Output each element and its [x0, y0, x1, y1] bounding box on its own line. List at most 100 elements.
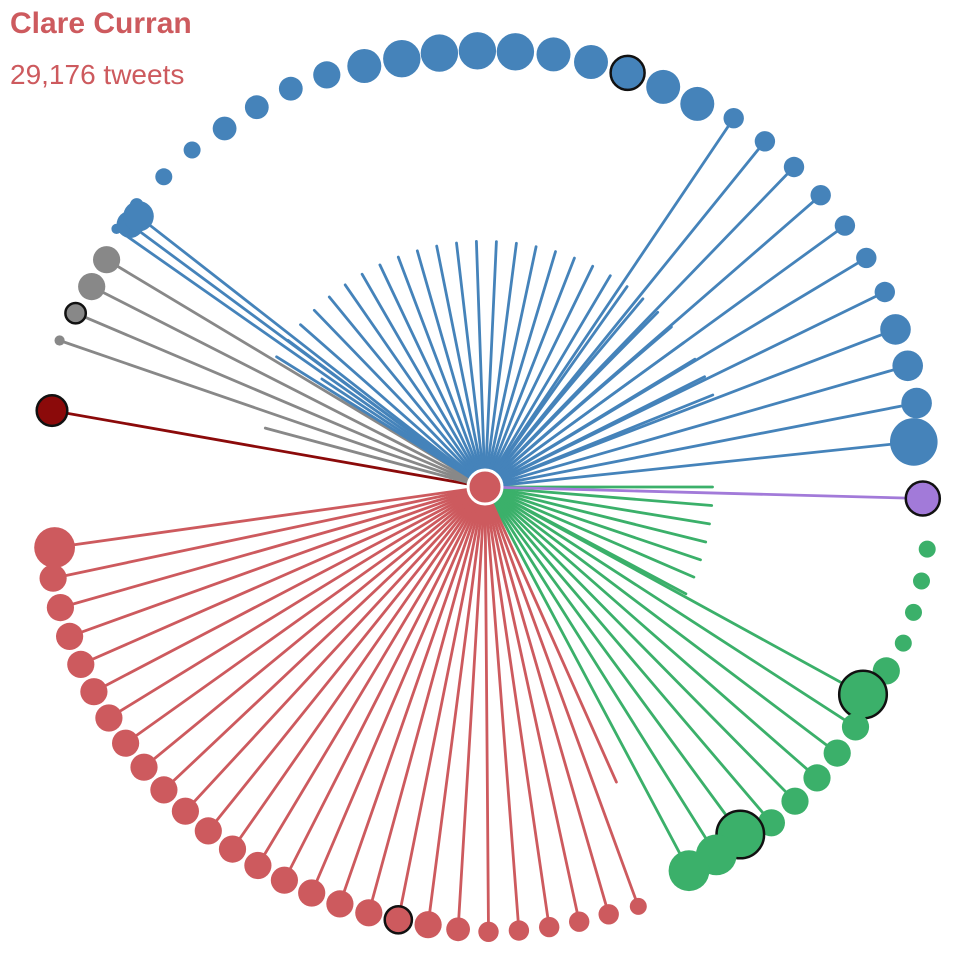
- dark-red-node: [35, 394, 69, 428]
- blue-spoke: [483, 364, 910, 489]
- outer-nodes: [34, 32, 942, 942]
- red-spoke: [456, 485, 487, 931]
- blue-inner-spoke: [483, 245, 538, 489]
- red-node: [46, 594, 74, 622]
- blue-inner-spoke: [483, 241, 518, 489]
- blue-node: [874, 281, 895, 303]
- green-inner-spoke: [483, 485, 708, 544]
- blue-node: [313, 61, 341, 89]
- red-node: [56, 622, 84, 651]
- red-node: [34, 527, 75, 568]
- red-spoke: [483, 485, 618, 784]
- green-node: [905, 603, 922, 621]
- blue-inner-spoke: [483, 256, 576, 489]
- red-spoke: [51, 485, 487, 580]
- blue-spoke: [483, 165, 796, 489]
- blue-spoke: [483, 116, 736, 489]
- red-node: [298, 879, 326, 907]
- purple-node: [904, 480, 942, 517]
- blue-node: [420, 34, 459, 72]
- blue-node: [244, 95, 269, 120]
- red-spoke: [53, 485, 487, 549]
- blue-left-spoke: [128, 222, 487, 489]
- red-node: [598, 904, 619, 925]
- blue-node: [680, 86, 715, 121]
- gray-node: [54, 335, 65, 346]
- red-node: [95, 704, 123, 732]
- red-node: [383, 904, 414, 935]
- blue-spoke: [483, 440, 916, 489]
- red-spoke: [483, 485, 521, 932]
- blue-inner-spoke: [396, 255, 487, 489]
- green-node: [837, 669, 889, 720]
- blue-spoke: [483, 193, 823, 489]
- blue-node: [212, 116, 237, 141]
- blue-inner-spoke: [299, 323, 487, 489]
- account-name: Clare Curran: [10, 7, 192, 40]
- green-spoke: [483, 485, 691, 873]
- blue-inner-spoke: [474, 239, 487, 489]
- blue-node: [890, 418, 938, 466]
- blue-node: [783, 156, 805, 178]
- red-node: [569, 911, 590, 932]
- green-spoke: [483, 485, 857, 729]
- green-node: [823, 739, 851, 767]
- blue-node: [609, 54, 646, 92]
- red-spoke: [107, 485, 487, 720]
- green-node: [841, 713, 870, 741]
- red-spoke: [426, 485, 487, 927]
- gray-spoke: [74, 311, 487, 489]
- red-spoke: [483, 485, 611, 916]
- blue-node: [901, 387, 932, 419]
- green-inner-spoke: [483, 485, 702, 562]
- red-spoke: [483, 485, 581, 924]
- blue-node: [383, 40, 421, 78]
- red-node: [539, 916, 560, 938]
- blue-spoke: [483, 327, 897, 489]
- blue-inner-spoke: [327, 295, 487, 489]
- green-inner-spoke: [483, 485, 696, 579]
- blue-node: [754, 131, 776, 152]
- green-node: [781, 787, 809, 815]
- green-node: [668, 850, 710, 892]
- red-node: [67, 650, 95, 679]
- blue-node: [834, 215, 856, 236]
- gray-spoke: [90, 285, 487, 489]
- blue-node: [183, 141, 201, 159]
- blue-node: [458, 32, 497, 70]
- red-spoke: [68, 485, 487, 638]
- red-node: [446, 917, 470, 942]
- blue-spoke: [483, 256, 868, 489]
- blue-spoke: [483, 401, 918, 489]
- dark-red-spoke: [50, 409, 487, 489]
- header: Clare Curran 29,176 tweets: [10, 4, 192, 94]
- blue-inner-spoke: [378, 263, 487, 489]
- green-spoke: [483, 485, 839, 755]
- red-node: [270, 866, 298, 894]
- gray-node: [93, 246, 121, 274]
- red-node: [629, 897, 647, 915]
- red-node: [171, 797, 199, 825]
- red-node: [112, 729, 140, 757]
- tweet-count: 29,176 tweets: [10, 59, 185, 90]
- blue-inner-spoke: [312, 308, 487, 489]
- blue-inner-spoke: [483, 274, 612, 489]
- green-inner-spoke: [483, 485, 711, 526]
- red-node: [414, 911, 442, 939]
- red-spoke: [256, 485, 487, 867]
- gray-spoke: [263, 426, 487, 489]
- red-node: [355, 899, 383, 927]
- red-spoke: [483, 485, 551, 929]
- red-spoke: [282, 485, 487, 882]
- red-spoke: [231, 485, 487, 851]
- red-node: [218, 835, 247, 863]
- green-spoke: [483, 485, 773, 825]
- blue-left-spoke: [115, 227, 487, 489]
- red-node: [326, 890, 354, 918]
- red-spoke: [483, 485, 640, 908]
- blue-inner-spoke: [435, 244, 487, 489]
- blue-spoke: [483, 224, 847, 489]
- red-spoke: [310, 485, 487, 895]
